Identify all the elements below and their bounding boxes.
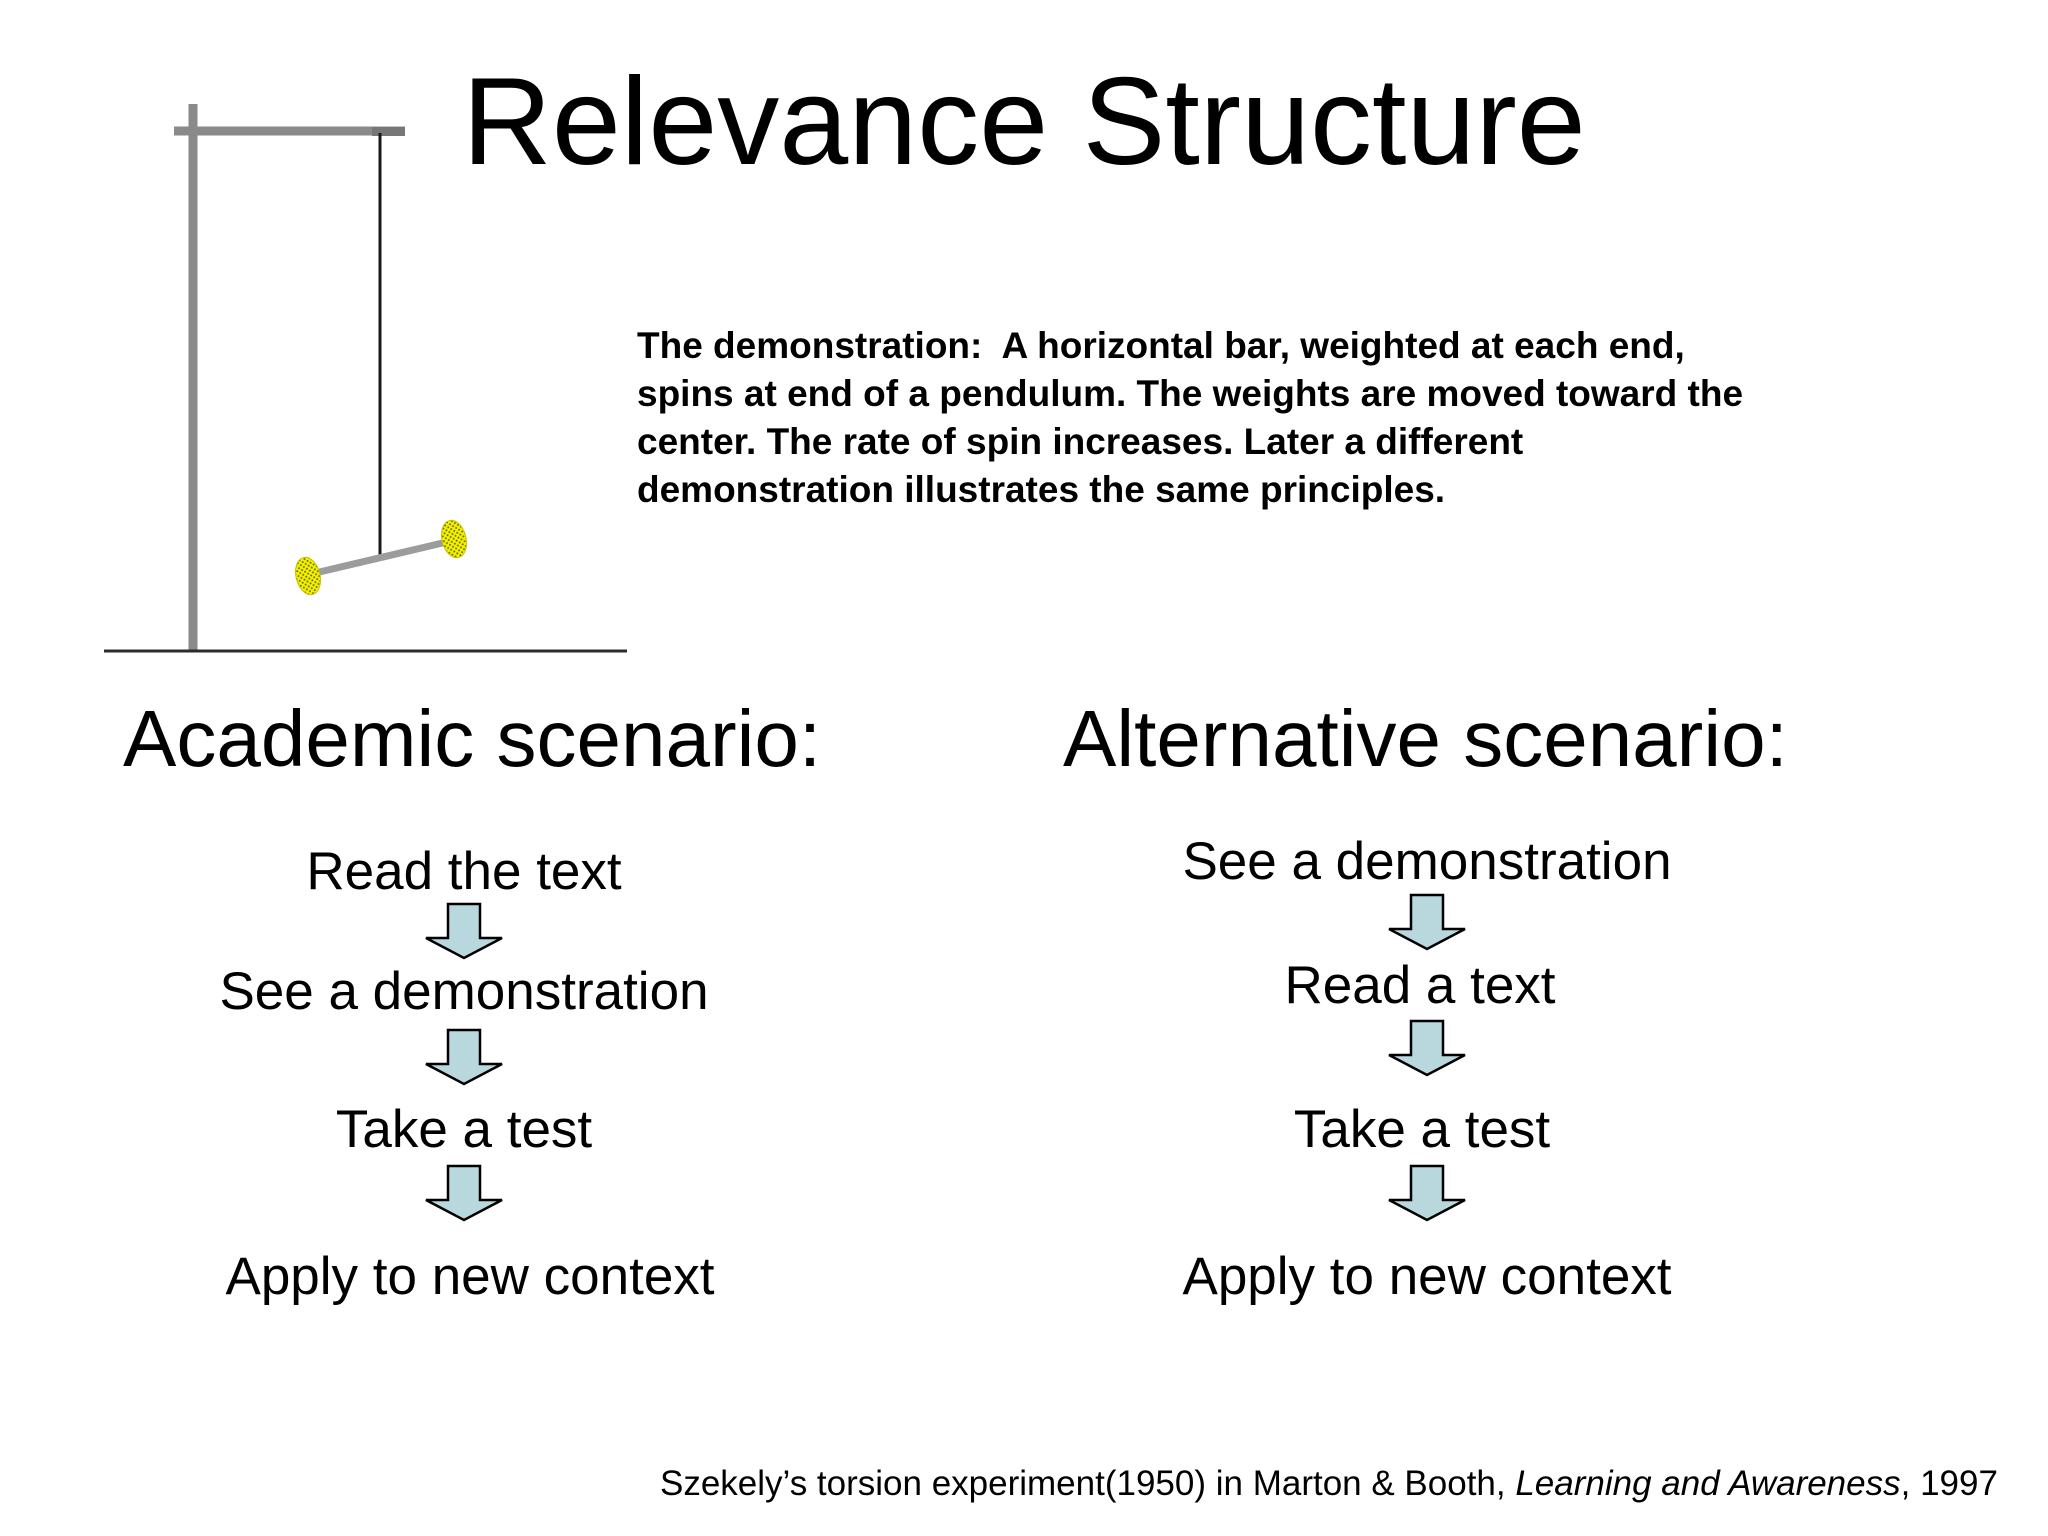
academic-step-2: See a demonstration	[219, 962, 709, 1021]
down-arrow-icon	[424, 1028, 504, 1086]
description-line: spins at end of a pendulum. The weights …	[637, 373, 1744, 414]
page-title: Relevance Structure	[462, 53, 1586, 191]
citation-prefix: Szekely’s torsion experiment(1950) in Ma…	[660, 1464, 1516, 1503]
description-line: demonstration illustrates the same princ…	[637, 469, 1446, 510]
down-arrow-icon	[424, 1164, 504, 1222]
academic-step-1: Read the text	[306, 842, 622, 901]
alternative-step-4: Apply to new context	[1182, 1247, 1672, 1306]
academic-step-3: Take a test	[335, 1100, 593, 1159]
citation-footer: Szekely’s torsion experiment(1950) in Ma…	[660, 1464, 1998, 1504]
down-arrow-icon	[1387, 893, 1467, 951]
alternative-step-1: See a demonstration	[1182, 832, 1672, 891]
down-arrow-icon	[424, 902, 504, 960]
pendulum-weight-right	[440, 519, 468, 559]
academic-scenario-heading: Academic scenario:	[123, 694, 822, 783]
demonstration-description: The demonstration: A horizontal bar, wei…	[637, 322, 1743, 514]
academic-step-4: Apply to new context	[225, 1247, 715, 1306]
citation-suffix: , 1997	[1900, 1464, 1998, 1503]
down-arrow-icon	[1387, 1164, 1467, 1222]
description-line: The demonstration: A horizontal bar, wei…	[637, 325, 1685, 366]
pendulum-rod	[310, 537, 452, 578]
alternative-step-3: Take a test	[1293, 1100, 1551, 1159]
description-line: center. The rate of spin increases. Late…	[637, 421, 1524, 462]
citation-book-title: Learning and Awareness	[1515, 1464, 1901, 1503]
alternative-scenario-heading: Alternative scenario:	[1063, 694, 1788, 783]
alternative-step-2: Read a text	[1284, 956, 1556, 1015]
pendulum-weight-left	[294, 556, 322, 596]
down-arrow-icon	[1387, 1019, 1467, 1077]
